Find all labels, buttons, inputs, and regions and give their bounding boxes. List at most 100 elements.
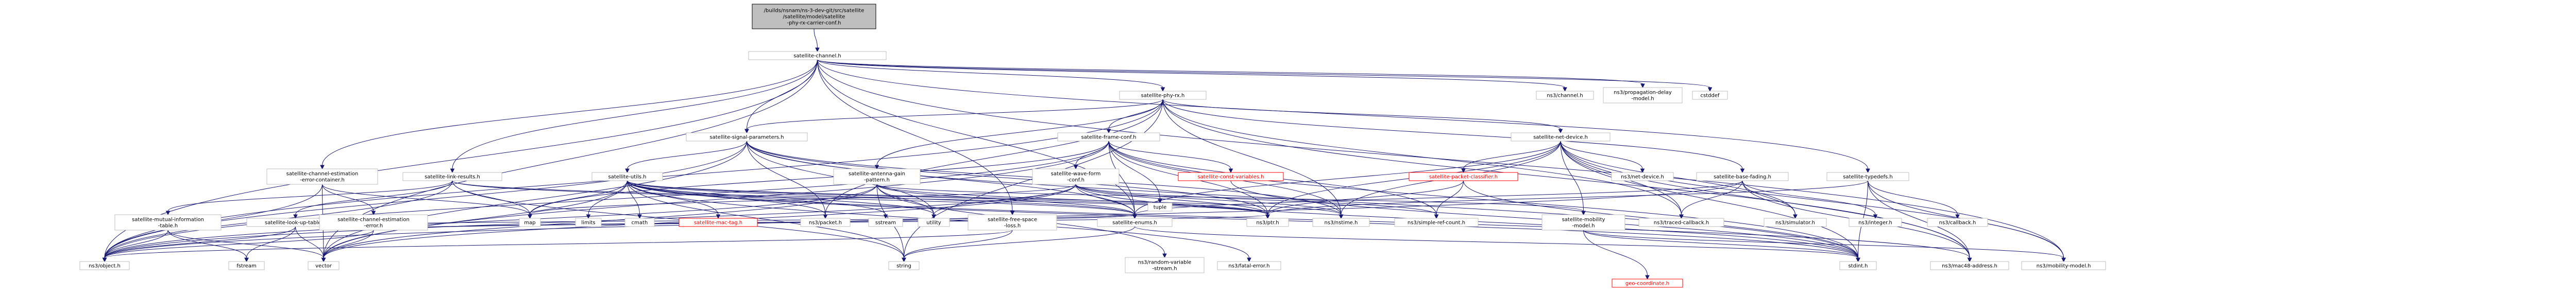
edge-channel-to-ns3-propagation [817,59,1645,89]
node-ns3-callback[interactable]: ns3/callback.h [1927,218,1988,227]
node-box [918,218,950,227]
node-packet-classifier[interactable]: satellite-packet-classifier.h [1409,172,1518,181]
edge-root-to-channel [814,28,820,53]
node-label-line: satellite-const-variables.h [1198,175,1264,180]
node-box [1217,261,1281,270]
node-net-device[interactable]: satellite-net-device.h [1511,132,1611,142]
edge-free-space-to-string [902,230,1013,263]
edge-chan-est-error-to-vector [321,230,374,263]
node-label-line: satellite-link-results.h [425,175,480,180]
node-label-line: utility [926,220,941,226]
node-link-results[interactable]: satellite-link-results.h [402,172,502,181]
node-label-line: ns3/mobility-model.h [2037,264,2091,269]
node-free-space[interactable]: satellite-free-space-loss.h [968,214,1057,231]
node-utility[interactable]: utility [918,218,950,227]
node-phy-rx[interactable]: satellite-phy-rx.h [1119,91,1207,100]
edge-base-fading-to-ns3-integer [1742,180,1878,219]
node-chan-est-error[interactable]: satellite-channel-estimation-error.h [319,214,428,231]
node-ns3-simple-ref[interactable]: ns3/simple-ref-count.h [1394,218,1479,227]
node-label-line: satellite-mac-tag.h [694,220,742,226]
node-box [1696,172,1789,181]
node-cstddef[interactable]: cstddef [1692,91,1728,100]
node-label-line: ns3/net-device.h [1621,175,1664,180]
node-limits[interactable]: limits [575,218,602,227]
node-ns3-nstime[interactable]: ns3/nstime.h [1312,218,1370,227]
node-vector[interactable]: vector [308,261,340,270]
node-sstream[interactable]: sstream [868,218,903,227]
node-ns3-ptr[interactable]: ns3/ptr.h [1246,218,1289,227]
edge-free-space-to-ns3-object [102,230,1013,263]
edge-channel-to-chan-est-container [320,59,818,170]
node-mac-tag[interactable]: satellite-mac-tag.h [679,218,758,227]
edge-typedefs-to-ns3-mac48 [1868,180,1972,263]
node-box [1097,218,1173,227]
node-cmath[interactable]: cmath [624,218,655,227]
node-ns3-simulator[interactable]: ns3/simulator.h [1764,218,1827,227]
node-ns3-channel[interactable]: ns3/channel.h [1536,91,1594,100]
node-frame-conf[interactable]: satellite-frame-conf.h [1057,132,1160,142]
node-root: /builds/nsnam/ns-3-dev-git/src/satellite… [752,4,876,29]
node-box [624,218,655,227]
node-label-line: satellite-phy-rx.h [1141,93,1185,99]
edge-wave-form-to-utility [931,184,1076,219]
node-ns3-mobility[interactable]: ns3/mobility-model.h [2021,261,2106,270]
node-ns3-traced-cb[interactable]: ns3/traced-callback.h [1638,218,1724,227]
node-box [1603,87,1683,103]
node-box [591,172,663,181]
edge-enums-to-stdint [1134,226,1860,263]
node-label-line: /builds/nsnam/ns-3-dev-git/src/satellite [764,8,865,14]
edge-link-results-to-mutual-info [165,180,453,216]
node-label-line: satellite-packet-classifier.h [1429,175,1498,180]
node-box [1826,172,1909,181]
node-label-line: satellite-mobility [1562,217,1605,223]
node-label-line: stdint.h [1848,264,1868,269]
node-enums[interactable]: satellite-enums.h [1097,218,1173,227]
node-base-fading[interactable]: satellite-base-fading.h [1696,172,1789,181]
node-box [79,261,130,270]
node-signal-params[interactable]: satellite-signal-parameters.h [686,132,808,142]
node-typedefs[interactable]: satellite-typedefs.h [1826,172,1909,181]
node-box [1541,214,1625,231]
node-label-line: satellite-wave-form [1051,171,1101,177]
node-string[interactable]: string [888,261,920,270]
edge-chan-est-container-to-chan-est-error [322,184,376,216]
node-label-line: satellite-net-device.h [1533,135,1588,141]
node-stdint[interactable]: stdint.h [1839,261,1877,270]
node-label-line: satellite-channel-estimation [337,217,410,223]
node-box [1125,257,1205,273]
node-label-line: satellite-free-space [988,217,1037,223]
node-ns3-random[interactable]: ns3/random-variable-stream.h [1125,257,1205,273]
node-label-line: ns3/callback.h [1939,220,1976,226]
node-label-line: satellite-channel.h [793,54,841,59]
edge-net-device-to-ns3-mac48 [1560,141,1972,263]
node-ns3-integer[interactable]: ns3/integer.h [1849,218,1902,227]
node-mobility-model[interactable]: satellite-mobility-model.h [1541,214,1625,231]
node-box [679,218,758,227]
node-chan-est-container[interactable]: satellite-channel-estimation-error-conta… [266,168,378,185]
node-utils[interactable]: satellite-utils.h [591,172,663,181]
edge-net-device-to-ns3-mobility [1560,141,2066,263]
node-wave-form[interactable]: satellite-wave-form-conf.h [1032,168,1120,185]
node-box [748,51,887,60]
node-ns3-mac48[interactable]: ns3/mac48-address.h [1930,261,2009,270]
node-ns3-fatal[interactable]: ns3/fatal-error.h [1217,261,1281,270]
node-box [402,172,502,181]
node-box [868,218,903,227]
node-channel[interactable]: satellite-channel.h [748,51,887,60]
edge-channel-to-typedefs [817,59,1870,173]
node-map[interactable]: map [519,218,541,227]
node-geo-coordinate[interactable]: geo-coordinate.h [1612,279,1683,288]
node-box [575,218,602,227]
node-const-vars[interactable]: satellite-const-variables.h [1178,172,1284,181]
node-label-line: ns3/mac48-address.h [1942,264,1997,269]
node-antenna-gain[interactable]: satellite-antenna-gain-pattern.h [833,168,921,185]
node-tuple[interactable]: tuple [1147,202,1173,212]
node-fstream[interactable]: fstream [228,261,265,270]
node-ns3-propagation[interactable]: ns3/propagation-delay-model.h [1603,87,1683,103]
node-ns3-packet[interactable]: ns3/packet.h [800,218,851,227]
node-mutual-info[interactable]: satellite-mutual-information-table.h [114,214,222,231]
node-ns3-net-device[interactable]: ns3/net-device.h [1611,172,1674,181]
node-label-line: -pattern.h [864,178,890,183]
node-ns3-object[interactable]: ns3/object.h [79,261,130,270]
